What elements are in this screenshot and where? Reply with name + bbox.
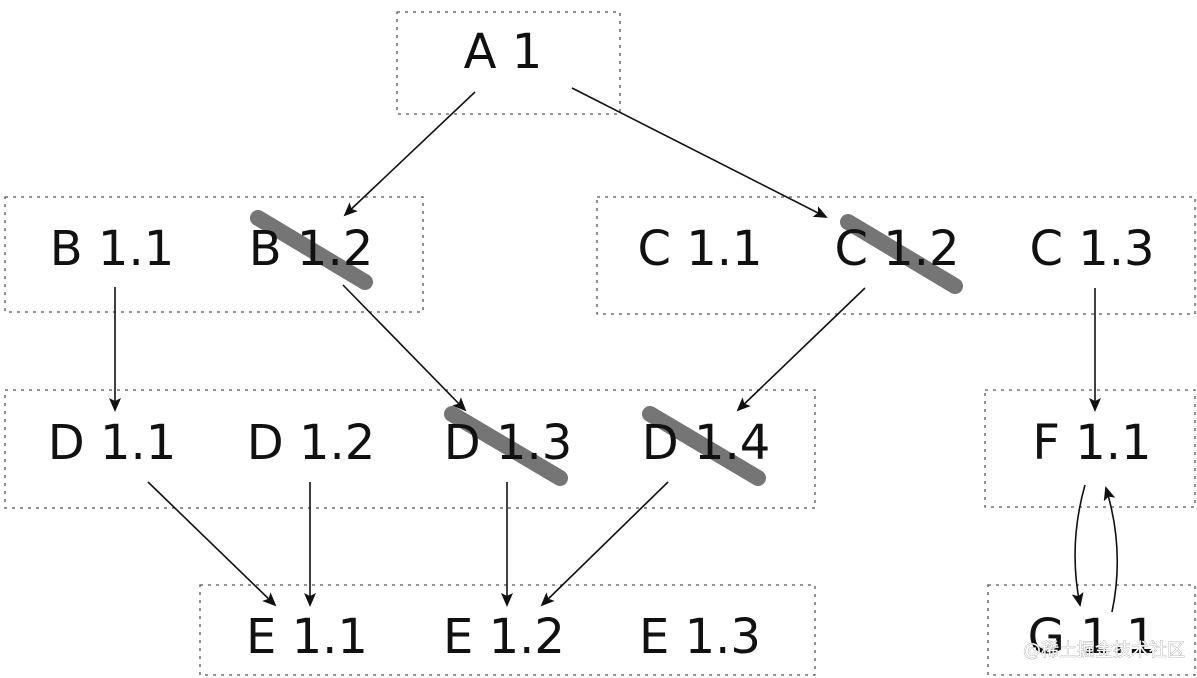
strike-c12 (840, 214, 963, 294)
node-d12: D 1.2 (247, 415, 376, 471)
node-e11: E 1.1 (246, 609, 368, 665)
node-g11: G 1.1 (1028, 609, 1157, 665)
node-a1: A 1 (464, 24, 543, 80)
edge-d11-e11 (147, 481, 277, 607)
node-b11: B 1.1 (50, 221, 175, 277)
group-box-f (984, 389, 1196, 508)
node-f11: F 1.1 (1032, 415, 1151, 471)
group-box-c (596, 196, 1196, 315)
edges (109, 87, 1119, 613)
strikes (250, 210, 963, 486)
node-c11: C 1.1 (637, 221, 762, 277)
node-e12: E 1.2 (443, 609, 565, 665)
strike-d14 (642, 406, 766, 486)
edge-f11-g11 (1071, 484, 1086, 607)
node-b12: B 1.2 (249, 221, 374, 277)
edge-d14-e12 (540, 481, 669, 607)
group-box-a (396, 11, 621, 115)
nodes: A 1 B 1.1 B 1.2 C 1.1 C 1.2 C 1.3 D 1.1 … (48, 24, 1157, 665)
node-c12: C 1.2 (834, 221, 959, 277)
edge-a1-b12 (343, 91, 476, 217)
node-d11: D 1.1 (48, 415, 177, 471)
edge-b12-d13 (342, 284, 467, 412)
strike-b12 (250, 210, 373, 290)
node-d14: D 1.4 (642, 415, 771, 471)
group-box-g (987, 584, 1196, 676)
group-boxes (4, 11, 1196, 676)
group-box-b (4, 196, 424, 313)
edge-g11-f11 (1103, 486, 1119, 613)
node-d13: D 1.3 (444, 415, 573, 471)
edge-a1-c12 (571, 87, 828, 218)
node-c13: C 1.3 (1029, 221, 1154, 277)
edge-c12-d14 (736, 287, 866, 412)
node-e13: E 1.3 (639, 609, 761, 665)
watermark: @稀土掘金技术社区 (1023, 640, 1185, 661)
strike-d13 (444, 406, 568, 486)
